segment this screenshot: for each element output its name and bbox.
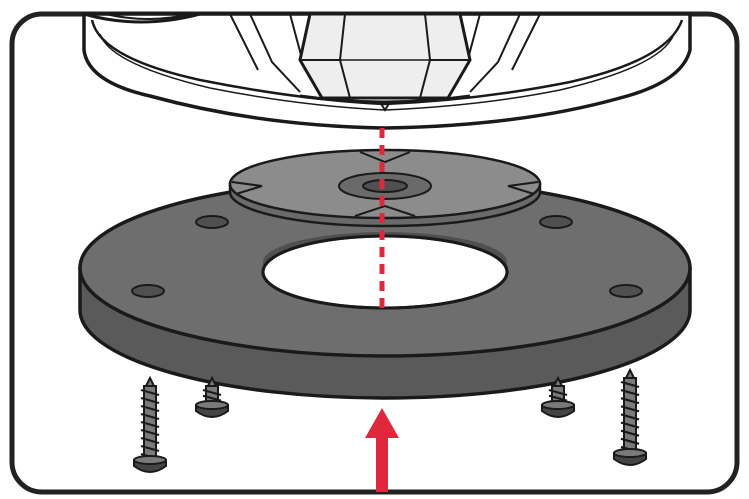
base-bottom-lip (299, 94, 471, 104)
screw-right-tall-thread (620, 429, 640, 437)
base-inner-rim (90, 19, 684, 106)
screw-left-tall-thread (140, 404, 160, 413)
hex-nut-center (340, 13, 430, 61)
plate-screw-hole-4 (609, 284, 643, 298)
screw-right-short (541, 375, 575, 418)
screw-right-tall-thread (620, 405, 640, 413)
mounting-disc (228, 148, 542, 228)
push-arrow-shaft (376, 432, 388, 492)
screw-left-tall-thread (140, 444, 160, 453)
screw-right-tall-thread (620, 413, 640, 421)
disc-notch-top (359, 151, 411, 164)
screw-right-tall-thread (620, 421, 640, 429)
push-arrow-head (365, 408, 399, 438)
screw-right-tall-head-top (613, 448, 647, 458)
screw-left-short-head-top (195, 400, 229, 410)
screw-right-tall-thread (620, 389, 640, 397)
screw-left-tall-thread (140, 412, 160, 421)
screw-right-tall-thread (620, 397, 640, 405)
hex-nut (298, 12, 472, 100)
screw-right-tall-thread (620, 437, 640, 445)
screw-right-short-head-top (541, 400, 575, 410)
screw-left-tall-thread (140, 428, 160, 437)
screw-left-tall-thread (140, 436, 160, 445)
fixture-base (82, 12, 692, 130)
plate-screw-hole-2 (539, 215, 573, 229)
screws-group (133, 367, 647, 473)
disc-notch-left (231, 181, 263, 195)
plate-screw-hole-3 (131, 284, 165, 298)
screw-left-tall-thread (140, 388, 160, 397)
screw-left-tall-head-top (133, 455, 167, 465)
screw-right-short-thread (548, 388, 568, 397)
base-cable-inner (104, 13, 191, 20)
mounting-plate (78, 178, 692, 400)
screw-left-short-thread (202, 388, 222, 397)
disc-notch-right (507, 181, 539, 195)
base-cable (83, 12, 201, 24)
push-arrow (365, 408, 399, 492)
screw-left-tall (133, 375, 167, 473)
screw-right-short-thread (548, 394, 568, 402)
screw-left-tall-thread (140, 396, 160, 405)
screw-right-tall-thread (620, 380, 640, 389)
base-center-pin (379, 101, 391, 112)
disc-center-hole (362, 179, 408, 193)
disc-notch-bottom (354, 204, 416, 217)
plate-hole-rim (261, 234, 509, 310)
screw-right-tall (613, 367, 647, 466)
screw-left-tall-thread (140, 420, 160, 429)
plate-screw-hole-1 (195, 215, 229, 229)
screw-left-short-thread (202, 394, 222, 402)
screw-left-short (195, 375, 229, 418)
